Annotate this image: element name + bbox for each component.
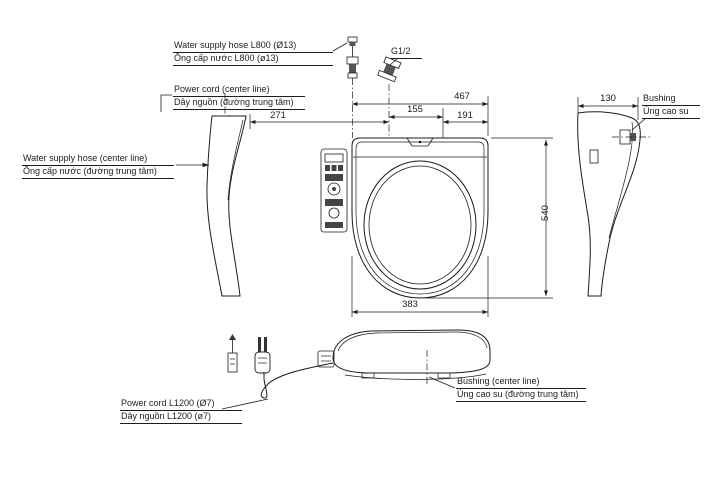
wall-anchor-icon (227, 334, 238, 373)
label-bushing-centerline-vi: Ủng cao su (đường trung tâm) (456, 389, 586, 402)
side-view-right (577, 111, 652, 297)
label-bushing: Bushing Ủng cao su (642, 93, 700, 119)
label-power-cord-centerline-vi: Dây nguồn (đường trung tâm) (173, 97, 305, 110)
seat-opening-outer (363, 160, 477, 290)
dimension-right-offset: 191 (457, 110, 473, 121)
label-water-supply-hose-l800-vi: Ống cấp nước L800 (ø13) (173, 53, 333, 66)
leader-lines (160, 42, 647, 410)
label-power-cord-l1200-en: Power cord L1200 (Ø7) (120, 398, 242, 411)
label-bushing-centerline-en: Bushing (center line) (456, 376, 586, 389)
label-power-cord-centerline-en: Power cord (center line) (173, 84, 305, 97)
label-bushing-centerline: Bushing (center line) Ủng cao su (đường … (456, 376, 586, 402)
water-hose-fitting-icon (346, 36, 359, 138)
dimension-seat-width: 383 (402, 299, 418, 310)
label-power-cord-centerline: Power cord (center line) Dây nguồn (đườn… (173, 84, 305, 110)
bushing-fitting-icon (612, 129, 652, 145)
label-power-cord-l1200-vi: Dây nguồn L1200 (ø7) (120, 411, 242, 424)
label-power-cord-l1200: Power cord L1200 (Ø7) Dây nguồn L1200 (ø… (120, 398, 242, 424)
dimension-side-width: 130 (600, 93, 616, 104)
dimension-total-width: 467 (454, 91, 470, 102)
front-view (317, 329, 491, 386)
label-water-supply-hose-centerline-en: Water supply hose (center line) (22, 153, 174, 166)
label-g12-thread: G1/2 (390, 46, 422, 59)
cord-junction-box (317, 350, 335, 368)
label-water-supply-hose-l800-en: Water supply hose L800 (Ø13) (173, 40, 333, 53)
top-view (351, 137, 489, 299)
dimension-left-offset: 271 (270, 110, 286, 121)
seat-opening-inner (368, 165, 472, 285)
g12-fitting-icon (377, 56, 402, 138)
dimension-total-depth: 540 (540, 205, 551, 221)
dimension-lines (249, 96, 639, 317)
dimension-hose-to-cord: 155 (407, 104, 423, 115)
side-view-left (206, 93, 247, 297)
label-water-supply-hose-centerline: Water supply hose (center line) Ống cấp … (22, 153, 174, 179)
label-water-supply-hose-l800: Water supply hose L800 (Ø13) Ống cấp nướ… (173, 40, 333, 66)
power-plug-icon (254, 337, 271, 374)
label-bushing-vi: Ủng cao su (642, 106, 700, 119)
label-bushing-en: Bushing (642, 93, 700, 106)
control-panel (320, 148, 348, 233)
label-water-supply-hose-centerline-vi: Ống cấp nước (đường trung tâm) (22, 166, 174, 179)
hinge-mark (406, 137, 434, 147)
power-cord (227, 334, 334, 399)
